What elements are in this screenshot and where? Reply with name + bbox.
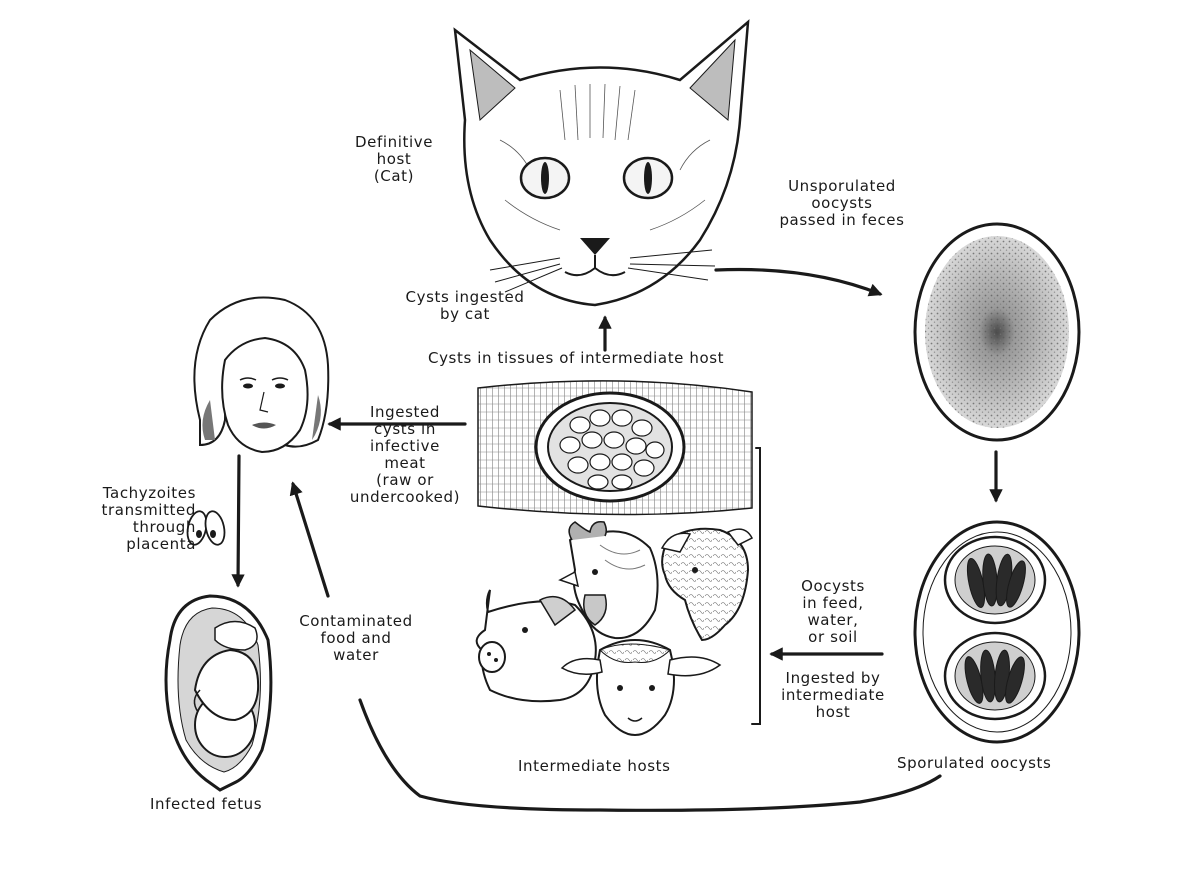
- woman-illustration: [193, 296, 330, 454]
- cysts-ingested-by-cat-label: Cysts ingested by cat: [405, 288, 525, 323]
- ingested-by-intermediate-label: Ingested by intermediate host: [781, 669, 885, 721]
- intermediate-hosts-illustration: [475, 520, 754, 737]
- connector-host-bracket: [751, 447, 761, 725]
- cat-head-illustration: [453, 19, 750, 307]
- contaminated-food-label: Contaminated food and water: [299, 612, 413, 664]
- tachyzoites-illustration: [186, 510, 226, 546]
- definitive-host-label: Definitive host (Cat): [354, 133, 434, 185]
- intermediate-hosts-label: Intermediate hosts: [518, 757, 671, 775]
- sporulated-oocysts-label: Sporulated oocysts: [897, 754, 1052, 772]
- arrow-food-to-woman: [289, 481, 330, 598]
- fetus-illustration: [164, 594, 273, 792]
- infected-fetus-label: Infected fetus: [150, 795, 263, 813]
- arrow-cat-to-unsporulated: [714, 267, 883, 297]
- oocysts-in-feed-label: Oocysts in feed, water, or soil: [801, 577, 865, 646]
- cysts-in-tissues-label: Cysts in tissues of intermediate host: [428, 349, 725, 367]
- unsporulated-oocyst-illustration: [913, 222, 1081, 442]
- sporulated-oocyst-illustration: [913, 520, 1081, 744]
- tachyzoites-label: Tachyzoites transmitted through placenta: [101, 484, 196, 553]
- cycle-arrows: [231, 267, 1003, 812]
- line-oocysts-to-food: [358, 698, 942, 812]
- tissue-cyst-illustration: [477, 380, 753, 516]
- unsporulated-oocysts-label: Unsporulated oocysts passed in feces: [779, 177, 905, 229]
- arrow-woman-to-fetus: [231, 454, 245, 588]
- ingested-cysts-meat-label: Ingested cysts in infective meat (raw or…: [349, 403, 461, 506]
